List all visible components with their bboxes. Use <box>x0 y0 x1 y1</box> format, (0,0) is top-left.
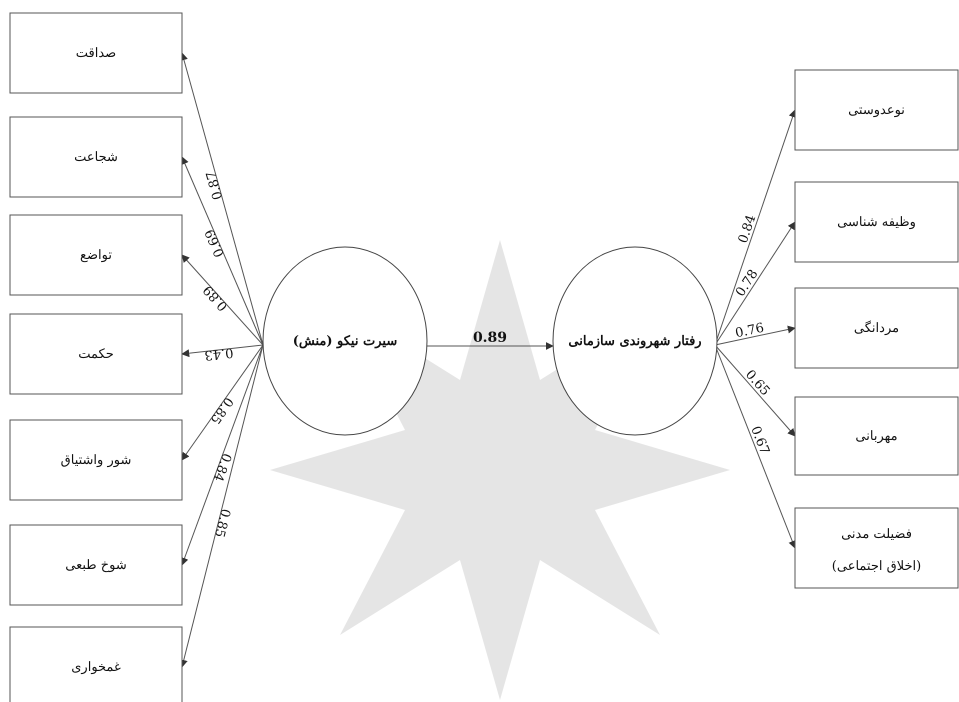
left-indicator: حکمت 0.43 <box>9 313 264 395</box>
loading-value: 0.85 <box>211 507 233 539</box>
indicator-box <box>9 116 183 198</box>
loading-value: 0.67 <box>747 424 772 456</box>
right-indicator: نوعدوستی 0.84 <box>714 69 959 346</box>
indicator-label: حکمت <box>78 347 114 362</box>
left-indicator: غمخواری 0.85 <box>9 344 264 702</box>
right-indicator: مهربانی 0.65 <box>714 344 959 476</box>
left-indicator: شوخ طبعی 0.84 <box>9 344 264 606</box>
loading-arrow <box>179 344 264 668</box>
indicator-label: غمخواری <box>71 660 121 675</box>
indicator-label: شور واشتیاق <box>61 453 132 468</box>
loading-value: 0.85 <box>207 394 236 426</box>
right-indicator: فضیلت مدنی (اخلاق اجتماعی) 0.67 <box>714 344 959 589</box>
indicator-box <box>794 287 959 369</box>
right-factor-label: رفتار شهروندی سازمانی <box>568 334 701 349</box>
loading-value: 0.84 <box>736 213 760 245</box>
indicator-label: شوخ طبعی <box>65 558 127 573</box>
indicator-box <box>9 313 183 395</box>
indicator-box <box>9 12 183 94</box>
loading-value: 0.78 <box>733 267 761 299</box>
indicator-label: فضیلت مدنی <box>841 527 912 542</box>
left-factor-label: سیرت نیکو (منش) <box>293 334 398 349</box>
left-factor: سیرت نیکو (منش) <box>262 246 428 436</box>
loading-arrow <box>181 254 264 346</box>
loading-arrow <box>181 156 264 346</box>
indicator-box <box>794 69 959 151</box>
indicator-box <box>9 626 183 702</box>
indicator-box <box>9 214 183 296</box>
indicator-label: مردانگی <box>854 320 899 336</box>
loading-arrow <box>181 344 264 358</box>
structural-path: 0.89 <box>427 330 554 350</box>
indicator-box <box>794 181 959 263</box>
left-factor-ellipse <box>262 246 428 436</box>
loading-value: 0.65 <box>742 367 772 399</box>
loading-value: 0.69 <box>203 227 228 260</box>
indicator-label: نوعدوستی <box>848 103 905 118</box>
indicator-box <box>9 419 183 501</box>
loading-value: 0.87 <box>204 169 226 201</box>
right-factor: رفتار شهروندی سازمانی <box>552 246 718 436</box>
loading-arrow <box>714 344 797 549</box>
left-indicator: شور واشتیاق 0.85 <box>9 344 264 501</box>
loading-value: 0.84 <box>210 451 234 483</box>
loading-arrow <box>714 325 796 346</box>
loading-value: 0.76 <box>734 321 765 342</box>
structural-path-coefficient: 0.89 <box>473 330 507 346</box>
indicator-label: تواضع <box>80 248 112 263</box>
indicator-label: مهربانی <box>855 429 897 444</box>
indicator-label: شجاعت <box>74 150 118 165</box>
indicator-label: وظیفه شناسی <box>837 215 916 230</box>
loading-arrow <box>180 52 264 346</box>
indicator-box <box>794 507 959 589</box>
loading-value: 0.89 <box>201 282 232 314</box>
left-indicator: شجاعت 0.69 <box>9 116 264 346</box>
loading-arrow <box>714 109 797 346</box>
indicator-sublabel: (اخلاق اجتماعی) <box>832 559 921 574</box>
left-indicator: صداقت 0.87 <box>9 12 264 346</box>
indicator-label: صداقت <box>76 46 116 61</box>
right-indicator: مردانگی 0.76 <box>714 287 959 369</box>
indicator-box <box>9 524 183 606</box>
loading-value: 0.43 <box>204 344 234 362</box>
indicator-box <box>794 396 959 476</box>
loading-arrow <box>181 344 264 461</box>
loading-arrow <box>180 344 264 566</box>
loading-arrow <box>714 344 796 437</box>
loading-arrow <box>714 221 796 346</box>
right-factor-ellipse <box>552 246 718 436</box>
